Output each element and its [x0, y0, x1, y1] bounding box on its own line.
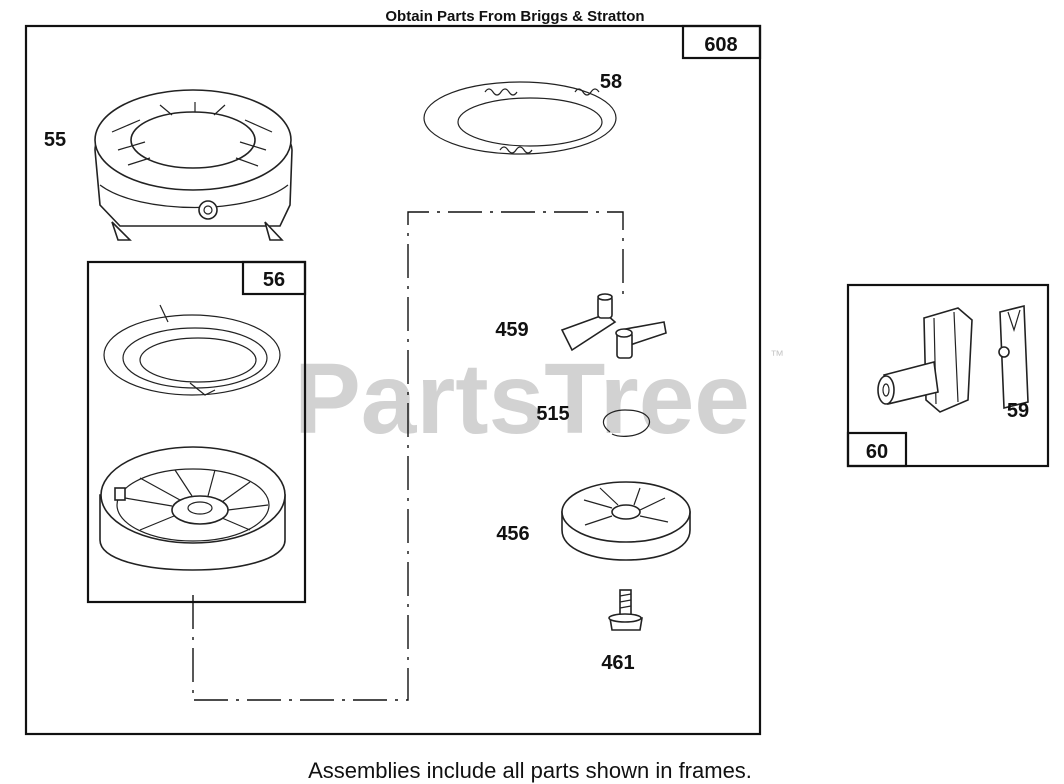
- part-58-number: 58: [600, 71, 622, 93]
- frame-608-label-box: [681, 24, 762, 60]
- part-461-screw[interactable]: [608, 589, 643, 631]
- frame-56-label-box: [241, 260, 307, 296]
- part-55-housing[interactable]: [94, 89, 293, 241]
- part-515-retainer-ring[interactable]: [602, 409, 651, 437]
- part-515-number: 515: [536, 403, 569, 425]
- frame-56-number: 56: [263, 269, 285, 291]
- frame-56[interactable]: 56: [86, 260, 307, 604]
- part-60-handle[interactable]: [877, 307, 973, 413]
- part-59-number: 59: [1007, 400, 1029, 422]
- part-461-number: 461: [601, 652, 634, 674]
- frame-60[interactable]: 60: [846, 283, 1050, 468]
- watermark: PartsTree ™: [294, 343, 784, 455]
- frame-60-border: [846, 283, 1050, 468]
- part-56-rewind-spring[interactable]: [103, 304, 281, 396]
- leader-lines: [192, 211, 624, 701]
- frame-608[interactable]: 608: [24, 24, 762, 736]
- part-59-handle-insert[interactable]: [998, 304, 1029, 410]
- frame-608-number: 608: [704, 34, 737, 56]
- part-55-number: 55: [44, 129, 66, 151]
- frame-60-number: 60: [866, 441, 888, 463]
- part-459-pawl[interactable]: [560, 293, 667, 359]
- watermark-text: PartsTree: [294, 343, 750, 455]
- part-56-pulley[interactable]: [99, 446, 286, 571]
- part-456-cup[interactable]: [561, 481, 691, 561]
- frame-608-border: [24, 24, 762, 736]
- watermark-trademark: ™: [770, 347, 784, 363]
- frame-60-label-box: [846, 431, 908, 468]
- footer-note: Assemblies include all parts shown in fr…: [308, 758, 752, 783]
- part-456-number: 456: [496, 523, 529, 545]
- leader-line-rewind: [192, 211, 624, 701]
- frame-56-border: [86, 260, 307, 604]
- part-459-number: 459: [495, 319, 528, 341]
- part-58-rope[interactable]: [423, 81, 617, 155]
- header-title: Obtain Parts From Briggs & Stratton: [385, 8, 644, 25]
